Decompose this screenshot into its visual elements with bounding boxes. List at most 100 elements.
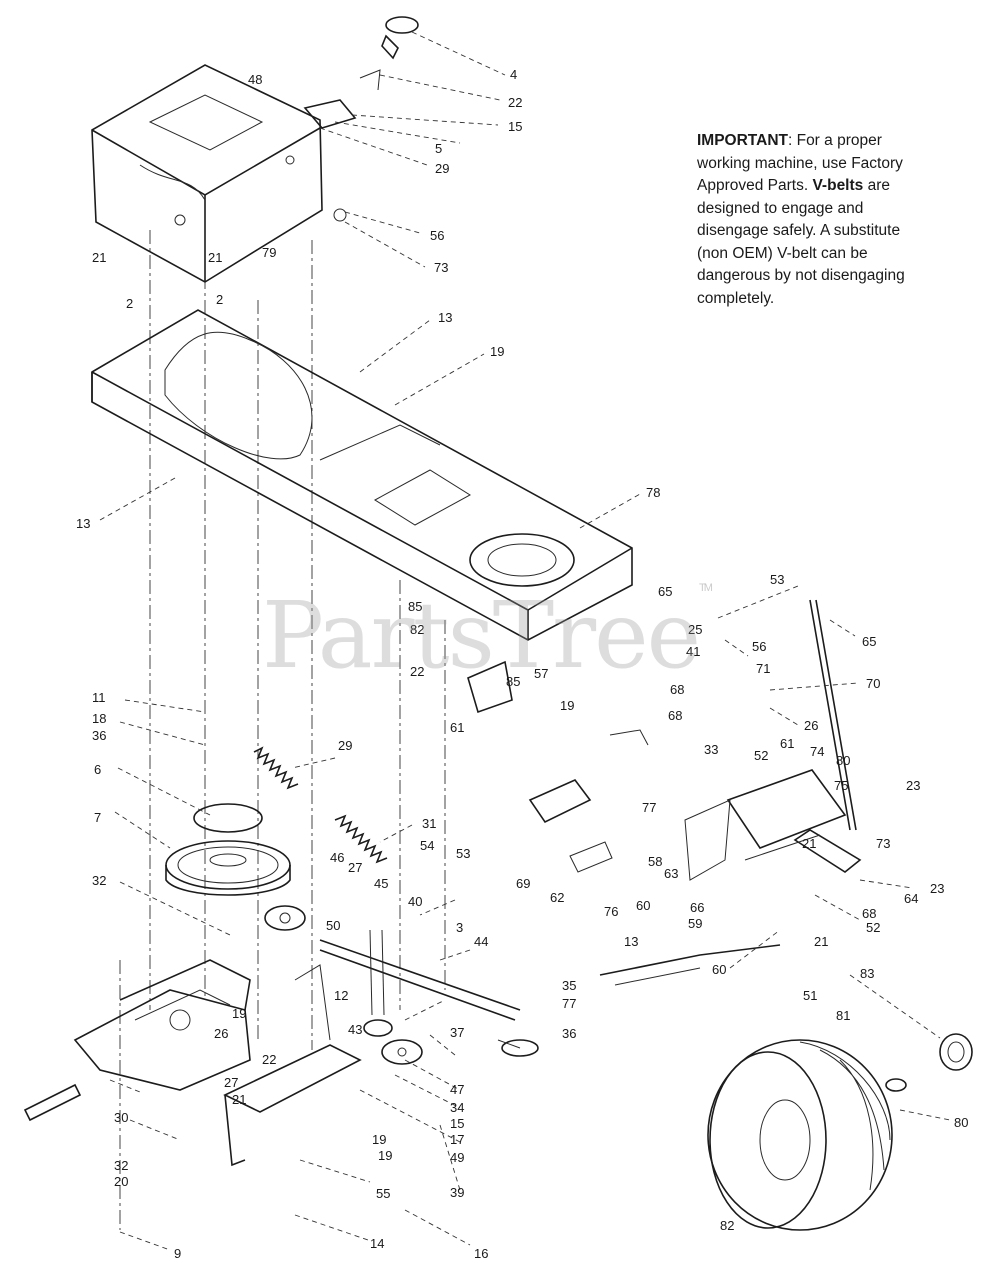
callout-label: 13	[438, 310, 452, 325]
callout-label: 51	[803, 988, 817, 1003]
callout-label: 19	[490, 344, 504, 359]
callout-label: 45	[374, 876, 388, 891]
callout-label: 21	[208, 250, 222, 265]
transmission-pulley	[165, 803, 291, 896]
callout-label: 61	[780, 736, 794, 751]
callout-label: 21	[814, 934, 828, 949]
callout-label: 25	[688, 622, 702, 637]
callout-label: 74	[810, 744, 824, 759]
callout-label: 76	[604, 904, 618, 919]
callout-label: 35	[562, 978, 576, 993]
callout-label: 75	[834, 778, 848, 793]
callout-label: 12	[334, 988, 348, 1003]
callout-label: 29	[435, 161, 449, 176]
callout-label: 39	[450, 1185, 464, 1200]
frame-deck	[91, 309, 633, 641]
callout-label: 37	[450, 1025, 464, 1040]
callout-label: 15	[450, 1116, 464, 1131]
callout-label: 19	[378, 1148, 392, 1163]
callout-label: 79	[262, 245, 276, 260]
link-rod	[599, 944, 781, 986]
partstree-watermark: PartsTreeTM	[262, 582, 713, 689]
watermark-trademark: TM	[699, 582, 713, 594]
hub-cap	[885, 1033, 973, 1092]
callout-label: 73	[876, 836, 890, 851]
callout-label: 18	[92, 711, 106, 726]
callout-label: 52	[754, 748, 768, 763]
callout-label: 36	[562, 1026, 576, 1041]
callout-label: 19	[232, 1006, 246, 1021]
callout-label: 26	[214, 1026, 228, 1041]
callout-label: 2	[126, 296, 133, 311]
callout-label: 46	[330, 850, 344, 865]
callout-label: 7	[94, 810, 101, 825]
callout-label: 53	[770, 572, 784, 587]
callout-label: 60	[712, 962, 726, 977]
callout-label: 22	[262, 1052, 276, 1067]
drive-shaft	[319, 939, 539, 1057]
callout-label: 83	[860, 966, 874, 981]
callout-label: 15	[508, 119, 522, 134]
callout-label: 19	[372, 1132, 386, 1147]
callout-label: 85	[408, 599, 422, 614]
lower-bracket	[223, 964, 362, 1167]
callout-label: 60	[636, 898, 650, 913]
upper-housing	[91, 64, 323, 283]
callout-label: 47	[450, 1082, 464, 1097]
callout-label: 62	[550, 890, 564, 905]
callout-label: 55	[376, 1186, 390, 1201]
callout-label: 68	[670, 682, 684, 697]
callout-label: 2	[216, 292, 223, 307]
callout-label: 63	[664, 866, 678, 881]
callout-label: 49	[450, 1150, 464, 1165]
callout-label: 77	[642, 800, 656, 815]
callout-label: 17	[450, 1132, 464, 1147]
callout-label: 66	[690, 900, 704, 915]
callout-label: 68	[862, 906, 876, 921]
callout-label: 52	[866, 920, 880, 935]
notice-lead: IMPORTANT	[697, 132, 788, 149]
callout-label: 53	[456, 846, 470, 861]
callout-label: 71	[756, 661, 770, 676]
callout-label: 56	[430, 228, 444, 243]
notice-text-1: : For a proper working machine, use Fact…	[697, 132, 903, 194]
linkage-plate	[569, 599, 862, 881]
callout-label: 20	[114, 1174, 128, 1189]
notice-text-2: are designed to engage and disengage saf…	[697, 177, 905, 307]
callout-label: 57	[534, 666, 548, 681]
callout-label: 27	[348, 860, 362, 875]
callout-label: 6	[94, 762, 101, 777]
callout-label: 11	[92, 690, 106, 705]
callout-label: 32	[114, 1158, 128, 1173]
callout-label: 36	[92, 728, 106, 743]
callout-label: 80	[954, 1115, 968, 1130]
notice-vbelt: V-belts	[812, 177, 864, 194]
leader-lines	[99, 31, 951, 1251]
callout-label: 21	[92, 250, 106, 265]
callout-label: 54	[420, 838, 434, 853]
callout-label: 65	[862, 634, 876, 649]
callout-label: 26	[804, 718, 818, 733]
callout-label: 14	[370, 1236, 384, 1251]
callout-label: 32	[92, 873, 106, 888]
callout-label: 50	[326, 918, 340, 933]
callout-label: 59	[688, 916, 702, 931]
callout-label: 29	[338, 738, 352, 753]
callout-label: 70	[866, 676, 880, 691]
callout-label: 13	[76, 516, 90, 531]
transaxle	[23, 959, 251, 1122]
callout-label: 64	[904, 891, 918, 906]
alignment-axes	[119, 200, 446, 1230]
callout-label: 5	[435, 141, 442, 156]
callout-label: 4	[510, 67, 517, 82]
callout-label: 33	[704, 742, 718, 757]
callout-label: 48	[248, 72, 262, 87]
callout-label: 23	[930, 881, 944, 896]
callout-label: 65	[658, 584, 672, 599]
callout-label: 80	[836, 753, 850, 768]
callout-label: 82	[410, 622, 424, 637]
drive-pulleys	[264, 905, 423, 1065]
callout-label: 22	[508, 95, 522, 110]
callout-label: 16	[474, 1246, 488, 1261]
